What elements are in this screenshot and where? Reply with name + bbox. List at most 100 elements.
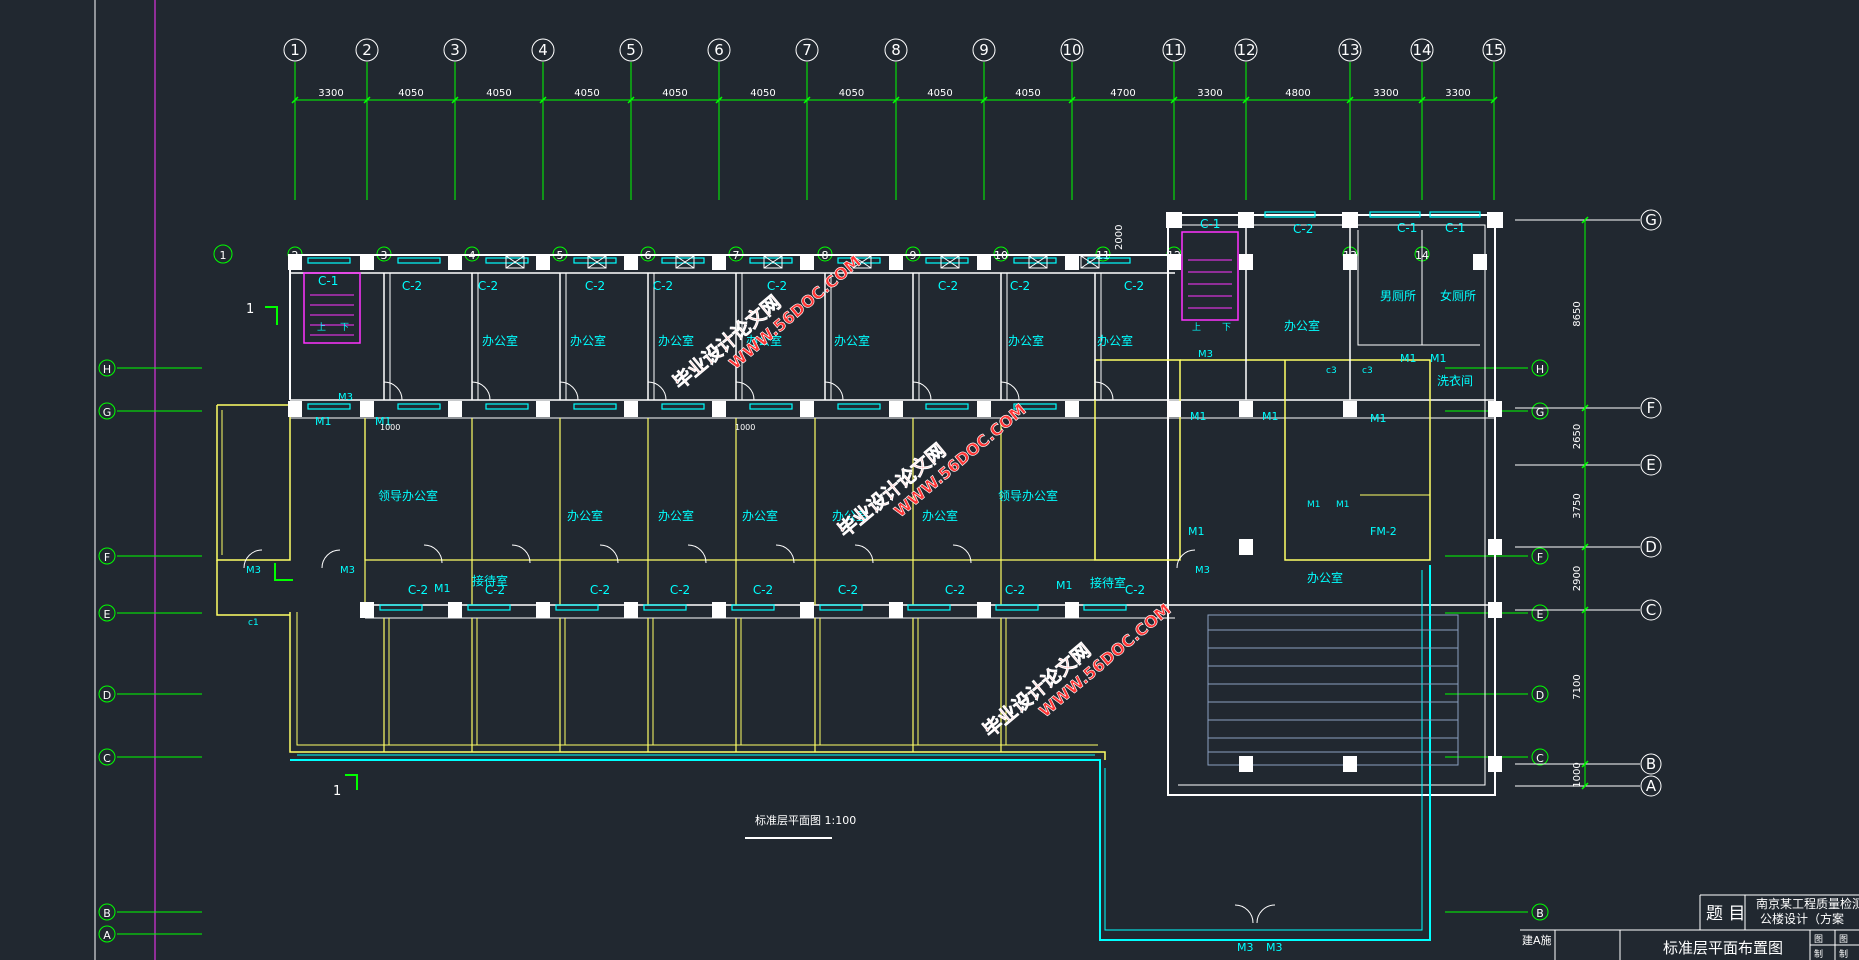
- column-17: [536, 401, 550, 417]
- room-east-office: 办公室: [1307, 570, 1343, 585]
- window-17: [925, 403, 969, 410]
- window-20: [467, 604, 511, 611]
- room-north-office-6: 办公室: [746, 333, 782, 348]
- svg-text:5: 5: [626, 41, 636, 59]
- top-dim-tick: [1490, 96, 1498, 104]
- vent-7: [1080, 255, 1100, 269]
- door-label-m1-0: M1: [315, 415, 332, 428]
- lobby-door-arc-0: [243, 549, 263, 569]
- svg-text:7: 7: [802, 41, 812, 59]
- column-15: [360, 401, 374, 417]
- stair-down-east: 下: [1222, 323, 1231, 333]
- top-dimension-13: 3300: [1373, 88, 1398, 99]
- window-0: [307, 257, 351, 264]
- right-dim-tick: [1581, 782, 1589, 790]
- vent-x-7: [1080, 255, 1100, 269]
- south-wing-yellow-outline: [289, 612, 1106, 760]
- room-reception-east: 接待室: [1090, 575, 1126, 590]
- top-dimension-4: 4050: [574, 88, 599, 99]
- top-axis-bubble-7: 7: [795, 38, 819, 62]
- top-dim-tick: [980, 96, 988, 104]
- svg-text:H: H: [1536, 363, 1544, 376]
- svg-text:9: 9: [979, 41, 989, 59]
- vent-6: [1028, 255, 1048, 269]
- top-axis-bubble-11: 11: [1162, 38, 1186, 62]
- left-axis-bubble-E: E: [98, 604, 116, 622]
- right-dimension-2: 2650: [1572, 424, 1583, 449]
- door-label-m1-1: M1: [375, 415, 392, 428]
- vent-4: [852, 255, 872, 269]
- east-window-0: [1264, 211, 1316, 218]
- middle-door-arc-4: [775, 544, 795, 564]
- top-dimension-5: 4050: [662, 88, 687, 99]
- column-40: [1343, 756, 1357, 772]
- north-door-arc-2: [559, 381, 579, 401]
- top-dim-tick: [291, 96, 299, 104]
- room-leader-office-east: 领导办公室: [998, 488, 1058, 503]
- east-window-2: [1429, 211, 1481, 218]
- east-window-1: [1369, 211, 1421, 218]
- right-dim-tick: [1581, 461, 1589, 469]
- column-14: [288, 401, 302, 417]
- window-26: [995, 604, 1039, 611]
- vent-x-4: [852, 255, 872, 269]
- c2-south-0: C-2: [408, 583, 428, 597]
- door-label-m3-west: M3: [338, 392, 353, 403]
- svg-text:8: 8: [891, 41, 901, 59]
- top-dim-tick: [715, 96, 723, 104]
- svg-text:10: 10: [1062, 41, 1081, 59]
- title-block-cell-2: 图: [1839, 934, 1848, 945]
- room-male-toilet: 男厕所: [1380, 289, 1416, 303]
- svg-text:G: G: [103, 406, 112, 419]
- left-axis-bubble-H: H: [98, 359, 116, 377]
- north-door-arc-8: [1094, 381, 1114, 401]
- stair-north-east: [1181, 231, 1239, 321]
- section-marks: 1 1: [246, 302, 358, 799]
- room-reception-west: 接待室: [472, 573, 508, 588]
- room-north-office-5: 办公室: [1097, 333, 1133, 348]
- north-door-arc-1: [471, 381, 491, 401]
- column-24: [1167, 401, 1181, 417]
- right-dim-tick: [1581, 760, 1589, 768]
- vent-x-2: [675, 255, 695, 269]
- c2-south-3: C-2: [670, 583, 690, 597]
- section-mark-bottom: 1: [333, 784, 341, 799]
- north-door-arc-7: [1000, 381, 1020, 401]
- title-block: 题 目 南京某工程质量检测 公楼设计（方案 标准层平面布置图 建A施 图 图 制…: [1520, 894, 1859, 960]
- column-3: [536, 254, 550, 270]
- top-dimension-3: 4050: [486, 88, 511, 99]
- top-dimension-11: 3300: [1197, 88, 1222, 99]
- right-axis-bubble-E: E: [1531, 604, 1549, 622]
- c2-north-7: C-2: [1124, 279, 1144, 293]
- column-41: [1488, 756, 1502, 772]
- top-dim-tick: [1170, 96, 1178, 104]
- right-dimension-5: 7100: [1572, 674, 1583, 699]
- c2-north-6: C-2: [1010, 279, 1030, 293]
- top-axis-bubble-8: 8: [884, 38, 908, 62]
- middle-door-arc-2: [599, 544, 619, 564]
- window-24: [819, 604, 863, 611]
- stair-down-west: 下: [340, 323, 349, 333]
- column-29: [448, 602, 462, 618]
- far-right-axis-bubble-F: F: [1640, 397, 1662, 419]
- svg-text:C: C: [1536, 752, 1544, 765]
- right-axis-bubble-B: B: [1531, 903, 1549, 921]
- c2-north-4: C-2: [767, 279, 787, 293]
- column-30: [536, 602, 550, 618]
- room-middle-office-2: 办公室: [742, 508, 778, 523]
- column-25: [1239, 401, 1253, 417]
- column-38: [1488, 539, 1502, 555]
- plan-axis-bubble-1: 1: [213, 244, 233, 264]
- column-0: [288, 254, 302, 270]
- top-axis-bubble-4: 4: [531, 38, 555, 62]
- column-5: [712, 254, 726, 270]
- room-middle-office-3: 办公室: [922, 508, 958, 523]
- far-right-axis-bubble-G: G: [1640, 209, 1662, 231]
- left-axis-bubble-G: G: [98, 402, 116, 420]
- top-dim-tick: [803, 96, 811, 104]
- far-right-axis-bubble-D: D: [1640, 536, 1662, 558]
- svg-text:B: B: [1536, 907, 1544, 920]
- svg-text:4: 4: [538, 41, 548, 59]
- top-axis-bubble-15: 15: [1482, 38, 1506, 62]
- east-top-column-2: [1342, 212, 1358, 228]
